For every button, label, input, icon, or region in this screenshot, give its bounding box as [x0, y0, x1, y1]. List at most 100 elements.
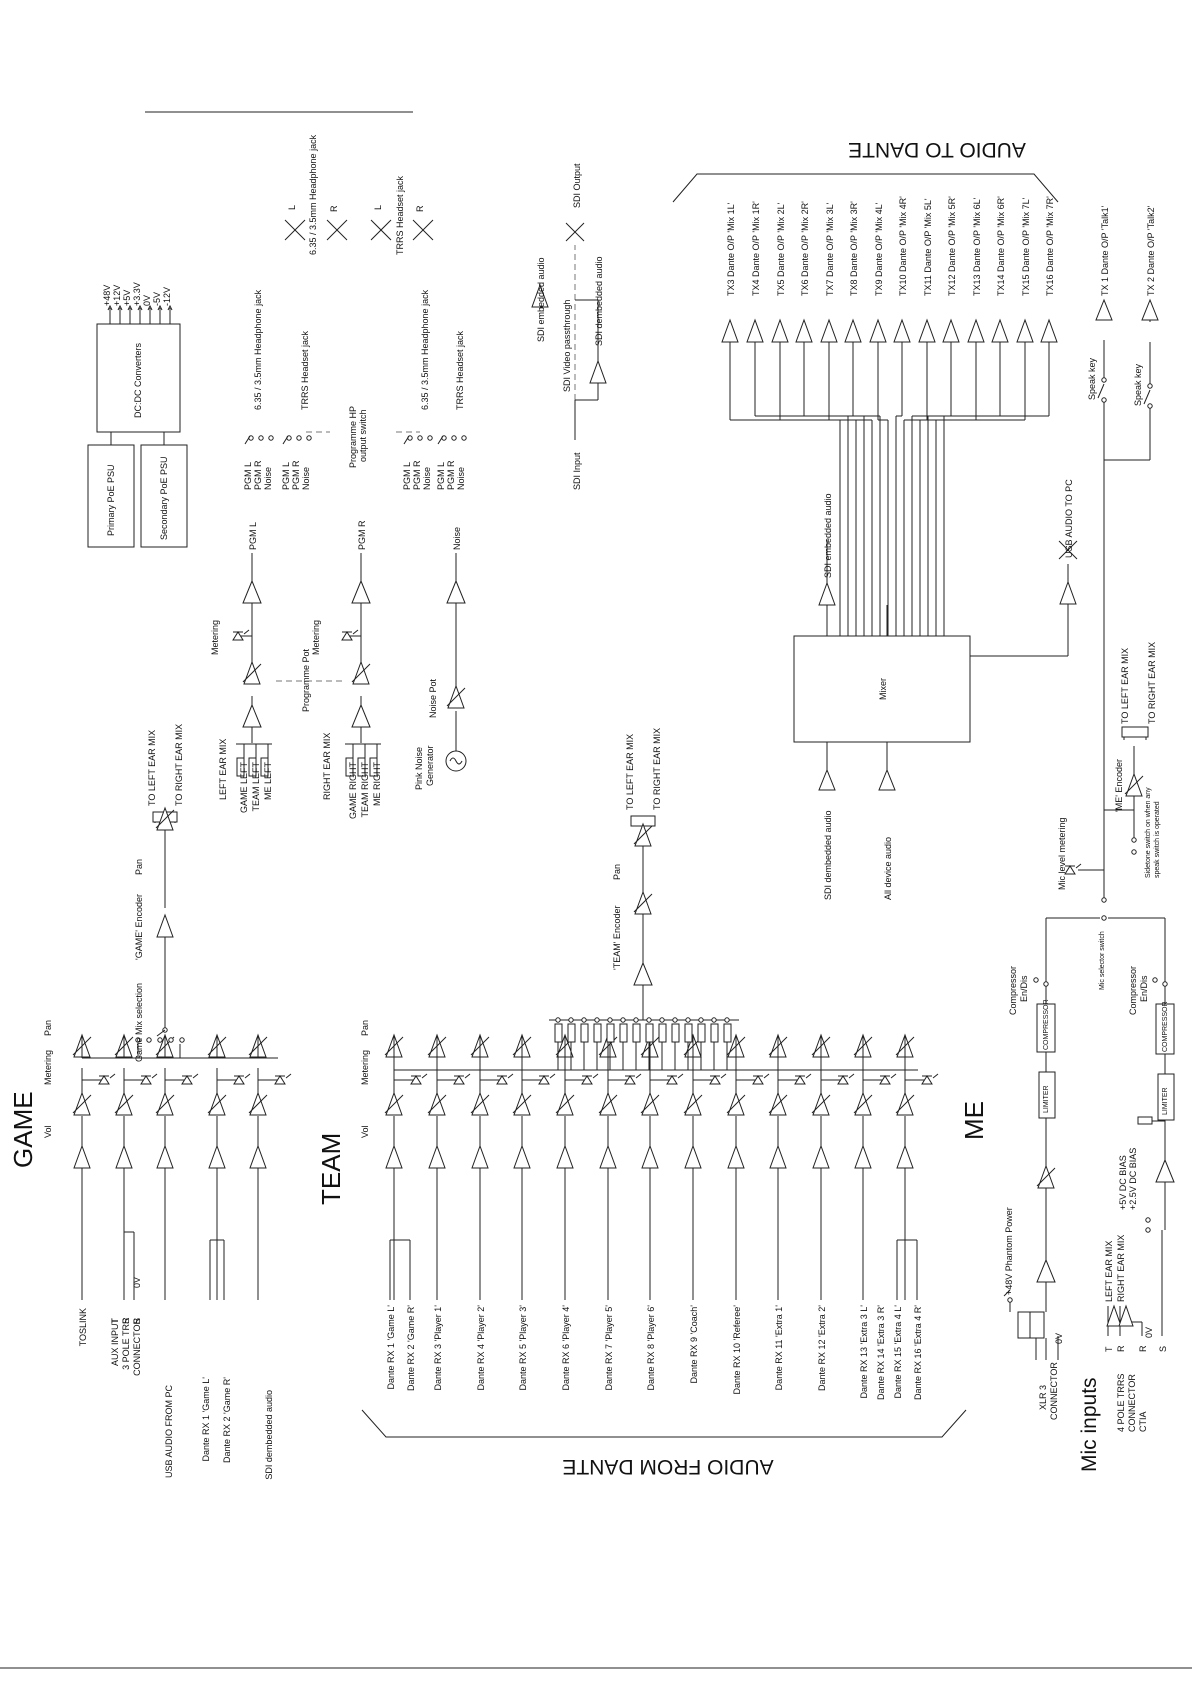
jack-r: R — [415, 205, 425, 212]
game-input-label: CONNECTOR — [132, 1318, 142, 1376]
game-input-amp — [156, 1144, 174, 1169]
tx-out-amp — [771, 318, 789, 343]
led-ray — [805, 1073, 812, 1079]
led-ray — [192, 1073, 199, 1079]
game-input-label: Dante RX 2 'Game R' — [222, 1377, 232, 1463]
hp-contact — [417, 435, 423, 441]
game-input-label: SDI dembedded audio — [264, 1390, 274, 1480]
tx-out-amp — [942, 318, 960, 343]
section-mic-inputs: Mic inputs — [1078, 1377, 1101, 1472]
game-mix-contact — [157, 1037, 163, 1043]
left-ear-input: TEAM LEFT — [251, 762, 261, 812]
game-mix-selection: Game Mix selection — [134, 983, 144, 1062]
noise-pot-label: Noise Pot — [428, 678, 438, 718]
team-mix-resistor — [632, 1023, 641, 1043]
programme-pot-arrow — [242, 663, 262, 683]
trs-pin: S — [132, 1318, 142, 1324]
team-meter-led — [709, 1075, 721, 1085]
speak-contact — [1147, 403, 1153, 409]
section-audio-from-dante: AUDIO FROM DANTE — [562, 1455, 773, 1478]
compressor-label: Compressor — [1008, 966, 1018, 1015]
sidetone-label: Sidetone switch on when any — [1145, 787, 1152, 878]
team-vol-pot-arrow — [384, 1094, 404, 1114]
tx-output-label: TX9 Dante O/P 'Mix 4L' — [874, 202, 884, 296]
hp-contact — [461, 435, 467, 441]
hp-wiper — [282, 435, 289, 445]
label-metering: Metering — [43, 1050, 53, 1085]
hp-contact — [427, 435, 433, 441]
me-to-left: TO LEFT EAR MIX — [1120, 648, 1130, 724]
team-mix-node — [659, 1017, 665, 1023]
game-mix-contact — [179, 1037, 185, 1043]
game-mix-contact — [168, 1037, 174, 1043]
tx-output-label: TX3 Dante O/P 'Mix 1L' — [726, 202, 736, 296]
trrs-jack-l — [370, 219, 392, 241]
trrs-pin: R — [1116, 1345, 1126, 1352]
rail-arrow — [117, 304, 123, 311]
game-to-right: TO RIGHT EAR MIX — [174, 724, 184, 806]
label-pan: Pan — [360, 1020, 370, 1036]
team-input-amp — [684, 1144, 702, 1169]
team-encoder-pot-arrow — [633, 893, 653, 913]
jack-l: L — [373, 205, 383, 210]
tx-output-label: TX6 Dante O/P 'Mix 2R' — [800, 201, 810, 296]
game-pan-out-pot-arrow — [155, 809, 175, 829]
led-ray — [244, 1073, 251, 1079]
team-mix-resistor — [606, 1023, 615, 1043]
compressor-endis: En/Dis — [1139, 975, 1149, 1002]
sdi-dembed-amp — [589, 359, 607, 384]
team-input-label: Dante RX 16 'Extra 4 R' — [913, 1305, 923, 1400]
team-input-label: Dante RX 6 'Player 4' — [561, 1305, 571, 1391]
ear-mix-resistor — [357, 757, 366, 777]
psu-rail: -12V — [162, 287, 172, 306]
tx-output-label: TX11 Dante O/P 'Mix 5L' — [923, 198, 933, 296]
jack-r: R — [329, 205, 339, 212]
ear-sum-amp — [351, 703, 371, 728]
team-vol-pot-arrow — [640, 1094, 660, 1114]
trrs-pin: T — [1104, 1346, 1114, 1352]
team-mix-resistor — [710, 1023, 719, 1043]
game-meter-led — [233, 1075, 245, 1085]
team-mix-resistor — [697, 1023, 706, 1043]
hp-pin: PGM R — [291, 460, 301, 490]
tx-out-amp — [991, 318, 1009, 343]
ear-meter-led — [232, 631, 244, 641]
hp-contact — [306, 435, 312, 441]
hp-pin: PGM L — [281, 462, 291, 490]
bias25-label: +2.5V DC BIAS — [1128, 1148, 1138, 1210]
team-mix-node — [594, 1017, 600, 1023]
trrs-ear-amp — [1106, 1304, 1122, 1327]
team-pan-label: Pan — [612, 864, 622, 880]
team-input-amp — [599, 1144, 617, 1169]
led-ray — [763, 1073, 770, 1079]
xlr-label: XLR 3 — [1038, 1385, 1048, 1410]
trs-pin: T — [110, 1318, 120, 1324]
team-meter-led — [410, 1075, 422, 1085]
hp-contact — [268, 435, 274, 441]
compressor-box-label: COMPRESSOR — [1043, 999, 1050, 1050]
team-vol-pot-arrow — [555, 1094, 575, 1114]
mixer-in-amp — [878, 768, 896, 791]
team-meter-led — [879, 1075, 891, 1085]
jack-l: L — [287, 205, 297, 210]
psu-rail: +48V — [102, 285, 112, 306]
tx-out-amp — [746, 318, 764, 343]
tx-output-label: TX8 Dante O/P 'Mix 3R' — [849, 201, 859, 296]
rail-arrow — [167, 304, 173, 311]
talk2-amp — [1141, 298, 1159, 321]
me-encoder-pot-arrow — [1124, 775, 1144, 795]
ear-sum-amp — [242, 703, 262, 728]
diagram-labels: GAME TEAM ME AUDIO FROM DANTE AUDIO TO D… — [8, 134, 1169, 1479]
me-encoder-label: 'ME' Encoder — [1114, 759, 1124, 812]
metering-label: Metering — [311, 620, 321, 655]
right-ear-input: GAME RIGHT — [348, 762, 358, 820]
right-ear-mix-title: RIGHT EAR MIX — [322, 733, 332, 800]
section-audio-to-dante: AUDIO TO DANTE — [848, 138, 1026, 161]
bias-contact — [1145, 1227, 1151, 1233]
team-input-amp — [727, 1144, 745, 1169]
usb-to-pc-label: USB AUDIO TO PC — [1064, 479, 1074, 558]
compressor-label: Compressor — [1128, 966, 1138, 1015]
team-input-amp — [854, 1144, 872, 1169]
speak-contact — [1101, 397, 1107, 403]
team-mix-node — [568, 1017, 574, 1023]
